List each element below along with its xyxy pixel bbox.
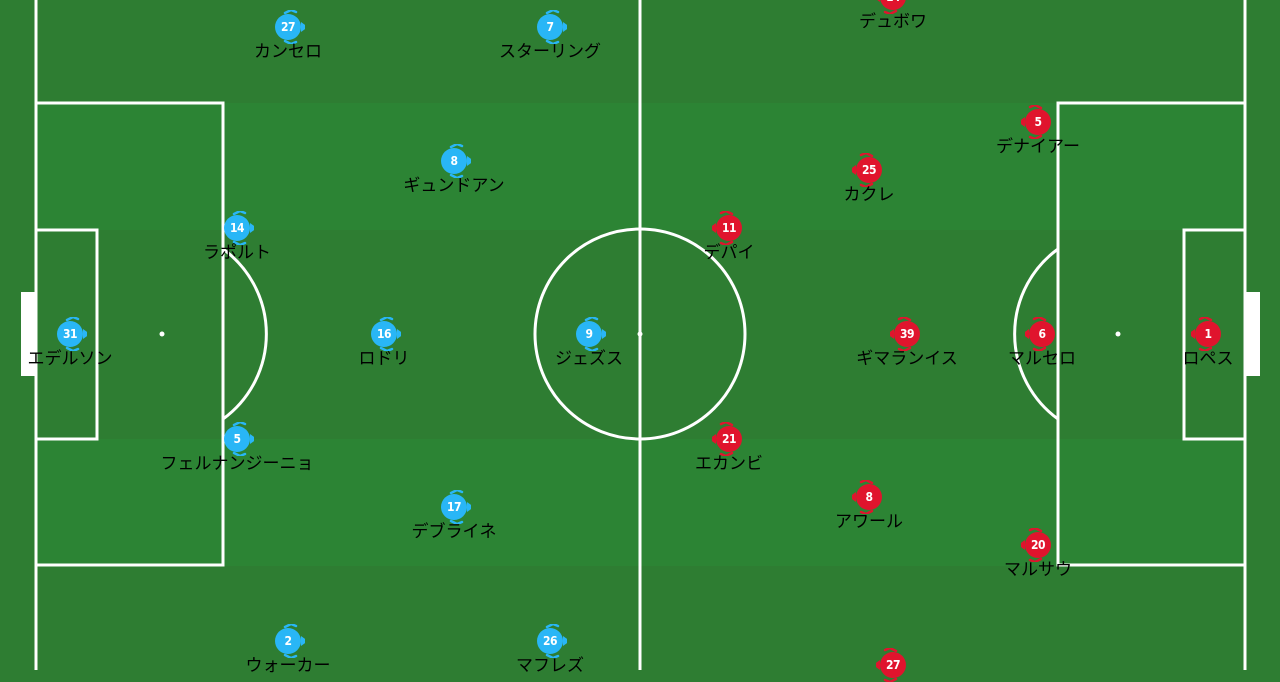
player-name: デナイアー [996, 137, 1080, 157]
player-number: 17 [446, 500, 462, 514]
player-name: フェルナンジーニョ [160, 454, 314, 474]
player-number: 14 [873, 0, 913, 5]
player-name: デブライネ [411, 522, 497, 542]
right-goal [1245, 292, 1260, 376]
player-number: 9 [585, 327, 593, 341]
player-number: 16 [376, 327, 392, 341]
player-name: エカンビ [695, 454, 763, 474]
player-number: 2 [284, 634, 292, 648]
player-name: ギマランイス [856, 349, 958, 369]
player-number: 11 [721, 221, 737, 235]
player-name: ロドリ [358, 349, 410, 369]
player-number: 26 [542, 634, 558, 648]
player-name: ウォーカー [245, 656, 331, 676]
player-name: デュボワ [859, 12, 927, 32]
player-number: 1 [1204, 327, 1212, 341]
player-name: アワール [835, 512, 903, 532]
left-penalty-spot [159, 331, 165, 337]
player-number: 31 [62, 327, 78, 341]
player-number: 20 [1030, 538, 1046, 552]
player-number: 5 [1034, 115, 1042, 129]
left-penalty-arc [222, 247, 268, 421]
player-number: 8 [865, 490, 873, 504]
pitch-spots [21, 292, 1260, 376]
player-name: マルサウ [1004, 560, 1072, 580]
player-name: ロペス [1182, 349, 1234, 369]
player-name: マルセロ [1008, 349, 1076, 369]
player-name: ギュンドアン [403, 176, 505, 196]
player-name: デパイ [703, 243, 755, 263]
right-penalty-arc [1013, 247, 1059, 421]
player-name: スターリング [499, 42, 601, 62]
player-name: ジェズス [555, 349, 623, 369]
player-number: 27 [885, 658, 901, 672]
left-goal [21, 292, 36, 376]
player-name: マフレズ [516, 656, 584, 676]
player-name: カンセロ [254, 42, 322, 62]
player-number: 27 [280, 20, 296, 34]
player-number: 39 [899, 327, 915, 341]
player-number: 8 [450, 154, 458, 168]
player-number: 21 [721, 432, 737, 446]
right-penalty-spot [1115, 331, 1121, 337]
player-number: 5 [233, 432, 241, 446]
player-number: 7 [546, 20, 554, 34]
player-number: 14 [229, 221, 245, 235]
centre-circle [533, 227, 747, 441]
centre-spot [637, 331, 643, 337]
player-name: エデルソン [27, 349, 113, 369]
player-number: 25 [861, 163, 877, 177]
player-name: カクレ [843, 185, 895, 205]
player-name: ラポルト [203, 243, 271, 263]
player-number: 6 [1038, 327, 1046, 341]
